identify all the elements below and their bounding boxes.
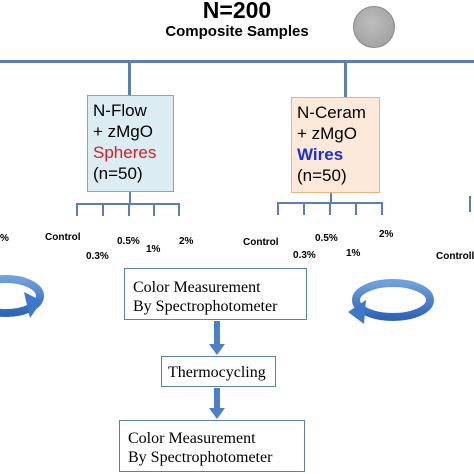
right-label-control: Control (243, 237, 279, 248)
group-left-line3: Spheres (93, 143, 157, 162)
left-bracket (76, 192, 180, 216)
step3-line1: Color Measurement (128, 430, 256, 447)
right-label-0-5: 0.5% (315, 233, 338, 244)
group-left-line4: (n=50) (93, 164, 143, 183)
step1-line2: By Spectrophotometer (133, 298, 278, 315)
diagram-title: N=200 (202, 0, 272, 23)
right-label-2: 2% (379, 229, 394, 240)
color-measurement-box-1: Color Measurement By Spectrophotometer (124, 268, 307, 320)
right-label-1: 1% (346, 248, 361, 259)
group-right-line1: N-Ceram (297, 103, 366, 122)
left-edge-label: % (0, 233, 9, 244)
left-label-2: 2% (179, 236, 194, 247)
left-cycle-arrow (0, 275, 44, 318)
right-cycle-arrow (348, 279, 434, 324)
group-box-nflow: N-Flow + zMgO Spheres (n=50) (87, 95, 174, 192)
right-edge-label-control: Controll (436, 251, 474, 262)
step2-label: Thermocycling (168, 364, 266, 381)
thermocycling-box: Thermocycling (161, 356, 276, 387)
left-branch-line (128, 60, 131, 96)
diagram-subtitle: Composite Samples (165, 23, 309, 40)
group-left-line1: N-Flow (93, 101, 147, 120)
group-right-line4: (n=50) (297, 166, 347, 185)
top-connector-line (0, 60, 474, 63)
left-label-1: 1% (146, 244, 161, 255)
right-branch-line (344, 60, 347, 98)
step1-line1: Color Measurement (133, 279, 261, 296)
group-right-line3: Wires (297, 145, 344, 164)
flow-arrow-2 (209, 388, 225, 419)
right-bracket (277, 193, 383, 215)
group-left-line2: + zMgO (93, 122, 153, 141)
gray-circle-icon (353, 6, 395, 48)
left-label-0-3: 0.3% (86, 251, 109, 262)
right-label-0-3: 0.3% (293, 250, 316, 261)
left-label-control: Control (45, 232, 81, 243)
group-right-line2: + zMgO (297, 124, 357, 143)
step3-line2: By Spectrophotometer (128, 449, 273, 466)
left-label-0-5: 0.5% (117, 236, 140, 247)
group-box-nceram: N-Ceram + zMgO Wires (n=50) (291, 97, 380, 193)
color-measurement-box-2: Color Measurement By Spectrophotometer (119, 420, 305, 472)
flow-arrow-1 (209, 321, 225, 355)
